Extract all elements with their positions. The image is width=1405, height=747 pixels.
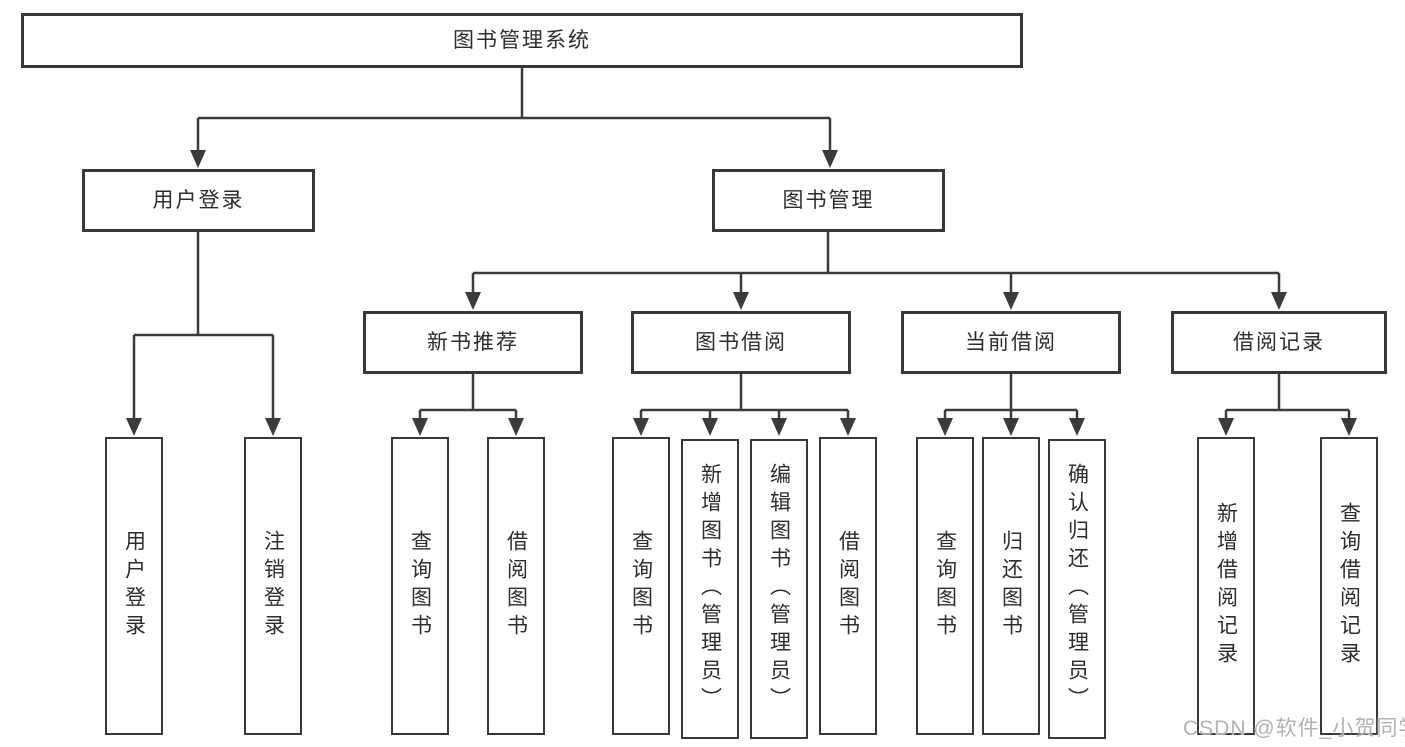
csdn-watermark: CSDN @软件_小贺同学 [1183,717,1405,740]
node-leaf-user-login: 用户登录 [105,437,163,735]
node-library-management-system: 图书管理系统 [21,13,1023,68]
node-book-management: 图书管理 [712,169,945,232]
node-leaf-borrow-books-borrowing: 借阅图书 [819,437,877,735]
node-user-login: 用户登录 [82,169,315,232]
node-leaf-query-books-borrowing: 查询图书 [612,437,670,735]
node-current-borrowing: 当前借阅 [901,311,1121,374]
node-leaf-add-borrow-record: 新增借阅记录 [1197,437,1255,735]
node-leaf-query-borrow-record: 查询借阅记录 [1320,437,1378,735]
node-new-book-recommendation: 新书推荐 [363,311,583,374]
node-leaf-query-books-current: 查询图书 [916,437,974,735]
node-leaf-borrow-books-recommend: 借阅图书 [487,437,545,735]
node-leaf-return-book: 归还图书 [982,437,1040,735]
node-book-borrowing: 图书借阅 [631,311,851,374]
node-leaf-confirm-return-admin: 确认归还（管理员） [1048,439,1106,739]
node-leaf-add-book-admin: 新增图书（管理员） [681,439,739,739]
node-leaf-query-books-recommend: 查询图书 [391,437,449,735]
node-borrowing-records: 借阅记录 [1171,311,1387,374]
node-leaf-logout: 注销登录 [244,437,302,735]
node-leaf-edit-book-admin: 编辑图书（管理员） [750,439,808,739]
